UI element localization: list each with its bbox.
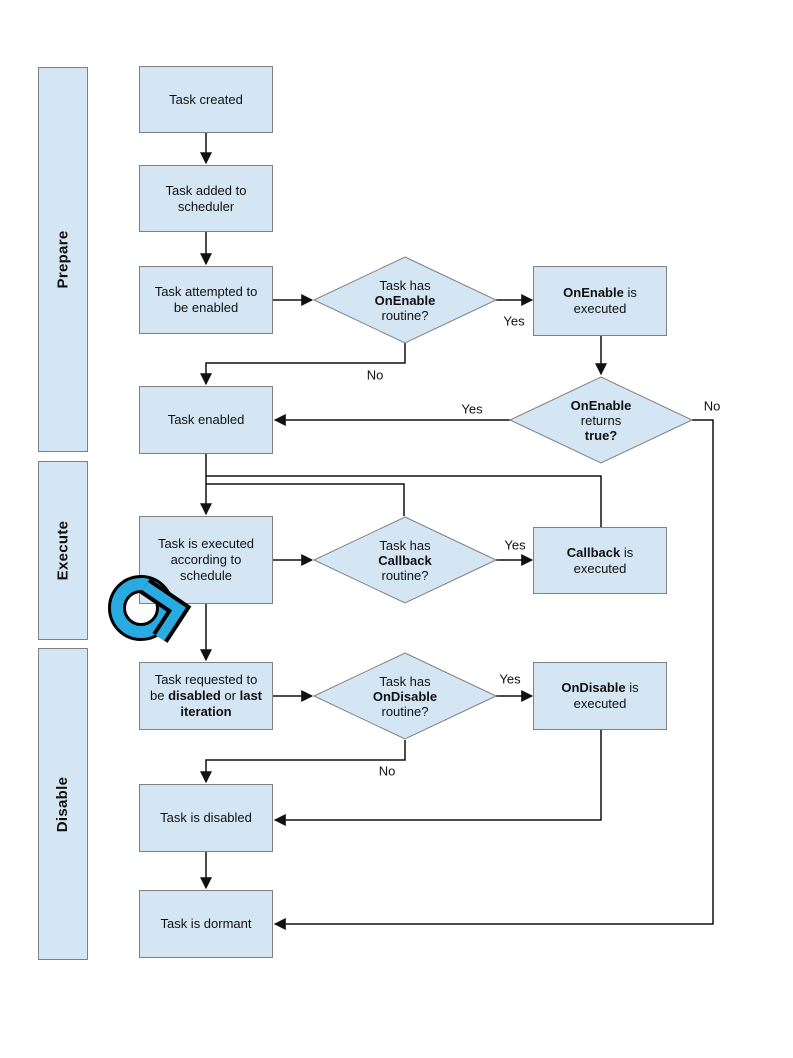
edge-label-ondisable-yes: Yes <box>499 671 521 687</box>
decision-text-has-ondisable: Task has OnDisable routine? <box>372 673 438 719</box>
node-task-enabled: Task enabled <box>139 386 273 454</box>
node-ondisable-executed: OnDisable is executed <box>533 662 667 730</box>
phase-band-prepare: Prepare <box>38 67 88 452</box>
edge-hasonenable-no <box>200 343 406 386</box>
edge-label-callback-yes: Yes <box>504 537 526 553</box>
node-task-attempted-enable: Task attempted to be enabled <box>139 266 273 334</box>
repeat-loop-icon <box>108 575 192 643</box>
edge-label-returns-yes: Yes <box>461 401 483 417</box>
decision-onenable-returns-true <box>508 376 694 464</box>
node-task-created: Task created <box>139 66 273 133</box>
edge-ondisableexec-to-disabled <box>273 730 602 826</box>
decision-has-onenable <box>312 256 498 344</box>
decision-has-callback <box>312 516 498 604</box>
node-task-dormant: Task is dormant <box>139 890 273 958</box>
decision-text-onenable-returns: OnEnable returns true? <box>570 397 632 443</box>
edge-label-ondisable-no: No <box>378 763 396 779</box>
phase-label-prepare: Prepare <box>54 230 72 289</box>
edge-label-onenable-yes: Yes <box>503 313 525 329</box>
phase-label-disable: Disable <box>54 776 72 832</box>
node-task-requested-disable: Task requested to be disabled or last it… <box>139 662 273 730</box>
edge-hasondisable-no <box>200 740 406 784</box>
phase-label-execute: Execute <box>54 520 72 581</box>
phase-band-disable: Disable <box>38 648 88 960</box>
edge-callbackexec-return <box>206 475 602 527</box>
phase-band-execute: Execute <box>38 461 88 640</box>
edge-label-returns-no: No <box>703 398 721 414</box>
edge-enabled-to-hascallback <box>206 483 405 516</box>
node-onenable-executed: OnEnable is executed <box>533 266 667 336</box>
decision-text-has-onenable: Task has OnEnable routine? <box>374 277 436 323</box>
node-task-added-to-scheduler: Task added to scheduler <box>139 165 273 232</box>
node-task-disabled: Task is disabled <box>139 784 273 852</box>
decision-has-ondisable <box>312 652 498 740</box>
node-callback-executed: Callback is executed <box>533 527 667 594</box>
decision-text-has-callback: Task has Callback routine? <box>378 537 432 583</box>
edge-returns-no <box>273 419 714 930</box>
edge-label-onenable-no: No <box>366 367 384 383</box>
